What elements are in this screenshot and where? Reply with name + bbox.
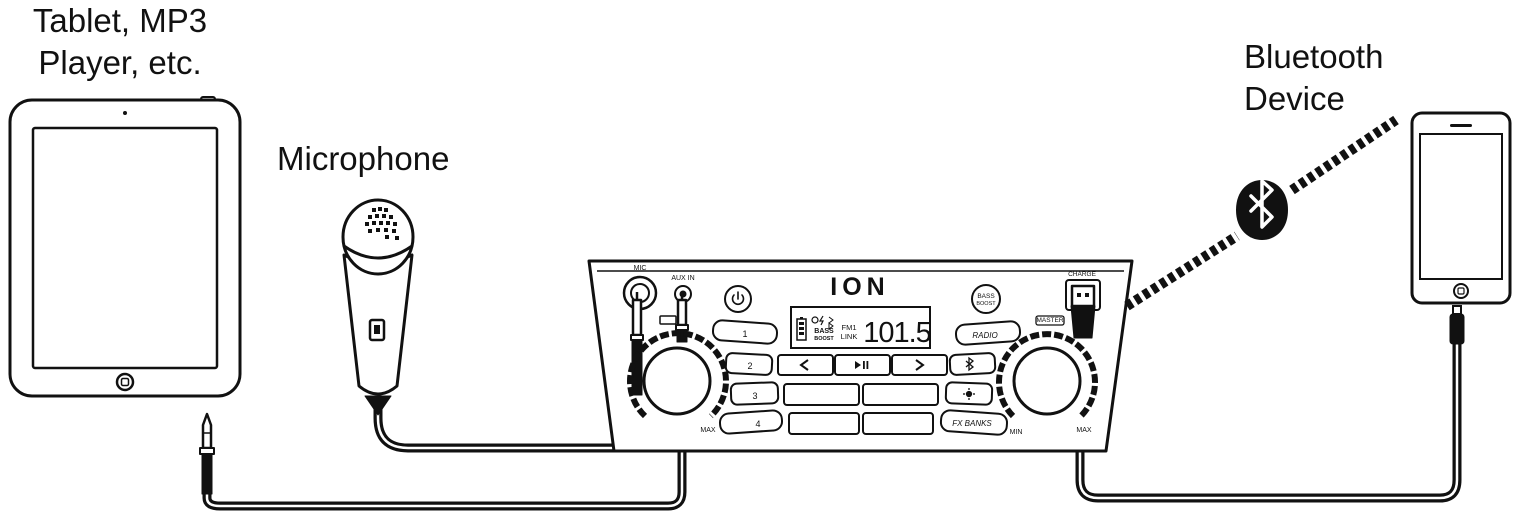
speaker-panel: ION MIC AUX IN (587, 259, 1134, 453)
bass-boost-label-line2: BOOST (976, 301, 996, 307)
home-button-icon (1453, 283, 1469, 299)
lightning-plug (1449, 305, 1465, 345)
mic-grille-icon (365, 207, 399, 240)
preset-2-button[interactable]: 2 (724, 352, 774, 376)
preset-1-label: 1 (742, 329, 747, 339)
right-knob-min-label: MIN (1010, 429, 1023, 436)
tablet-label-line1: Tablet, MP3 (32, 2, 208, 39)
display-bass-line1: BASS (814, 328, 834, 335)
bluetooth-label: Bluetooth Device (1244, 36, 1383, 120)
play-pause-button[interactable] (834, 354, 891, 376)
preset-3-label: 3 (752, 391, 757, 401)
fx-banks-button-label: FX BANKS (952, 419, 992, 428)
power-icon (731, 291, 745, 306)
display-fm-line1: FM1 (842, 323, 857, 332)
previous-icon (799, 359, 809, 371)
aux-cable (202, 335, 687, 511)
left-knob-max-label: MAX (700, 427, 716, 434)
display-bass-line2: BOOST (814, 336, 834, 342)
home-button-icon (115, 372, 135, 392)
charge-port-label: CHARGE (1068, 271, 1096, 278)
light-button[interactable] (944, 381, 994, 406)
wireless-link (1124, 115, 1399, 311)
play-pause-icon (855, 361, 869, 369)
bluetooth-icon (965, 356, 975, 372)
mic-jack-label: MIC (634, 265, 647, 272)
bluetooth-button[interactable] (948, 352, 997, 376)
microphone-label: Microphone (277, 140, 450, 177)
preset-2-label: 2 (747, 361, 752, 371)
preset-1-button[interactable]: 1 (711, 319, 779, 345)
pad-button[interactable] (862, 412, 934, 435)
usb-plug (1065, 279, 1101, 339)
aux-plug-panel (675, 293, 689, 343)
microphone-device (341, 198, 415, 416)
display-frequency: 101.5 (863, 317, 931, 349)
display-power-icon (811, 316, 819, 324)
left-volume-knob[interactable] (627, 315, 729, 419)
next-icon (915, 359, 925, 371)
usb-cable (1075, 340, 1462, 503)
bluetooth-label-line1: Bluetooth (1244, 38, 1384, 75)
right-knob-max-label: MAX (1076, 427, 1092, 434)
mic-plug (630, 292, 644, 396)
radio-button[interactable]: RADIO (954, 320, 1022, 346)
tablet-label-line2: Player, etc. (38, 44, 202, 81)
fx-banks-button[interactable]: FX BANKS (939, 409, 1009, 436)
previous-button[interactable] (777, 354, 834, 376)
tablet-label: Tablet, MP3 Player, etc. (0, 0, 240, 84)
bluetooth-badge-icon (828, 316, 834, 330)
tablet-device (8, 96, 242, 398)
display-fm-line2: LINK (841, 332, 858, 341)
next-button[interactable] (891, 354, 948, 376)
master-volume-knob[interactable] (996, 331, 1098, 419)
radio-button-label: RADIO (972, 331, 997, 340)
charge-icon (818, 315, 824, 326)
brand-logo: ION (830, 273, 889, 301)
pad-button[interactable] (783, 383, 860, 406)
bass-boost-button[interactable]: BASS BOOST (971, 284, 1001, 314)
master-knob-label: MASTER (1036, 317, 1063, 324)
pad-button[interactable] (788, 412, 860, 435)
preset-4-button[interactable]: 4 (718, 409, 784, 435)
preset-3-button[interactable]: 3 (729, 381, 780, 406)
bass-boost-label-line1: BASS (977, 293, 995, 300)
aux-jack-label: AUX IN (671, 275, 694, 282)
lcd-display: BASS BOOST FM1 LINK 101.5 (790, 306, 932, 349)
aux-plug-tablet (199, 412, 215, 495)
phone-device (1410, 111, 1512, 345)
battery-icon (796, 317, 807, 341)
preset-4-label: 4 (755, 419, 760, 429)
light-icon (963, 388, 975, 400)
power-button[interactable] (724, 285, 752, 313)
pad-button[interactable] (862, 383, 939, 406)
bluetooth-label-line2: Device (1244, 80, 1345, 117)
mic-cable (373, 347, 642, 453)
bluetooth-logo-icon (1236, 179, 1288, 240)
